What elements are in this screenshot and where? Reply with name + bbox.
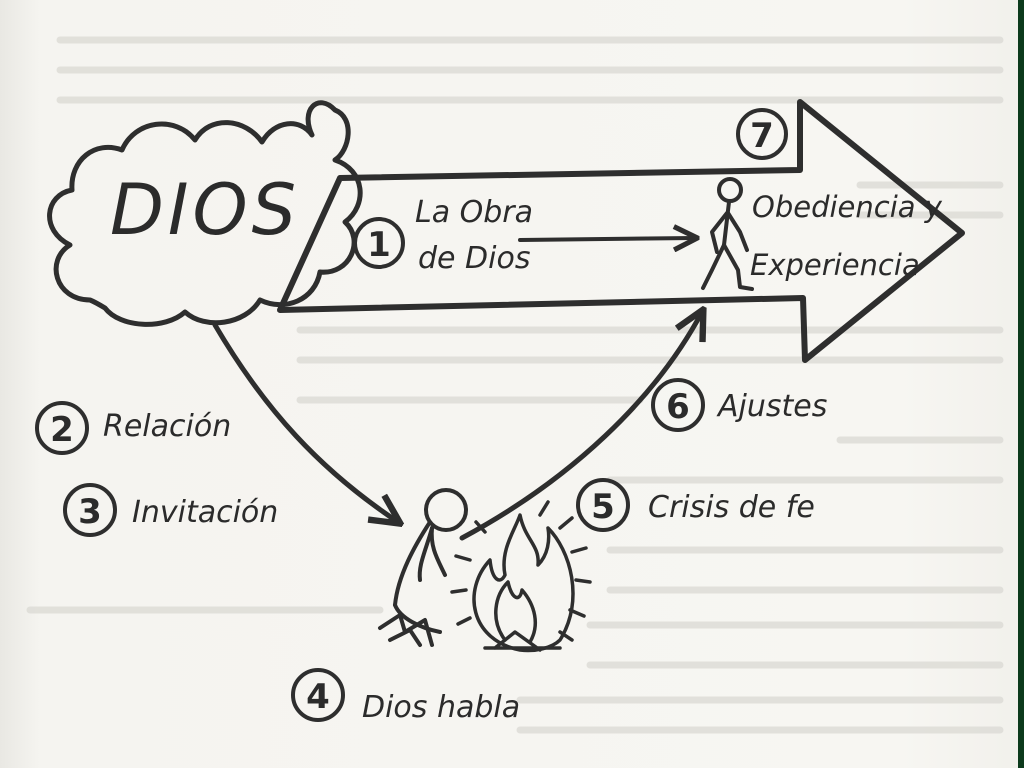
step-5-badge [576, 478, 630, 532]
step-2-badge [35, 401, 89, 455]
step-3-label: Invitación [132, 495, 278, 530]
step-1-line-1: La Obra [415, 195, 533, 230]
descending-arrow [212, 322, 398, 522]
step-5-label: Crisis de fe [648, 490, 815, 525]
ascending-arrow [459, 312, 702, 541]
step-7-number: 7 [750, 116, 774, 156]
step-7-badge [736, 108, 788, 160]
step-6-badge [651, 378, 705, 432]
step-2: 2 Relación [35, 401, 231, 455]
step-5-number: 5 [591, 487, 615, 527]
work-arrow [518, 238, 695, 240]
step-6: 6 Ajustes [651, 378, 827, 432]
walking-person-icon [701, 177, 754, 291]
step-1-number: 1 [367, 225, 391, 265]
cloud-icon [47, 100, 363, 327]
step-4-badge [291, 668, 345, 722]
kneeling-person-icon [378, 488, 468, 647]
step-5: 5 Crisis de fe [576, 478, 815, 532]
step-4-number: 4 [306, 677, 330, 717]
step-1-line-2: de Dios [418, 241, 530, 276]
step-4-label: Dios habla [362, 690, 520, 725]
background-text-lines [26, 36, 1004, 734]
god-label: DIOS [110, 169, 300, 251]
step-7-line-1: Obediencia y [752, 190, 943, 224]
step-7-line-2: Experiencia [750, 248, 920, 282]
burning-bush-icon [450, 500, 592, 653]
step-7: 7 Obediencia y Experiencia [736, 108, 943, 282]
page-edge [1018, 0, 1024, 768]
step-2-label: Relación [103, 409, 231, 444]
step-4: 4 Dios habla [291, 668, 520, 725]
step-3: 3 Invitación [63, 483, 278, 537]
step-2-number: 2 [50, 410, 74, 450]
step-6-number: 6 [666, 387, 690, 427]
step-1: 1 La Obra de Dios [353, 195, 533, 276]
step-6-label: Ajustes [716, 389, 827, 424]
step-3-badge [63, 483, 117, 537]
big-arrow [277, 99, 965, 363]
step-1-badge [353, 217, 405, 269]
step-3-number: 3 [78, 492, 102, 532]
